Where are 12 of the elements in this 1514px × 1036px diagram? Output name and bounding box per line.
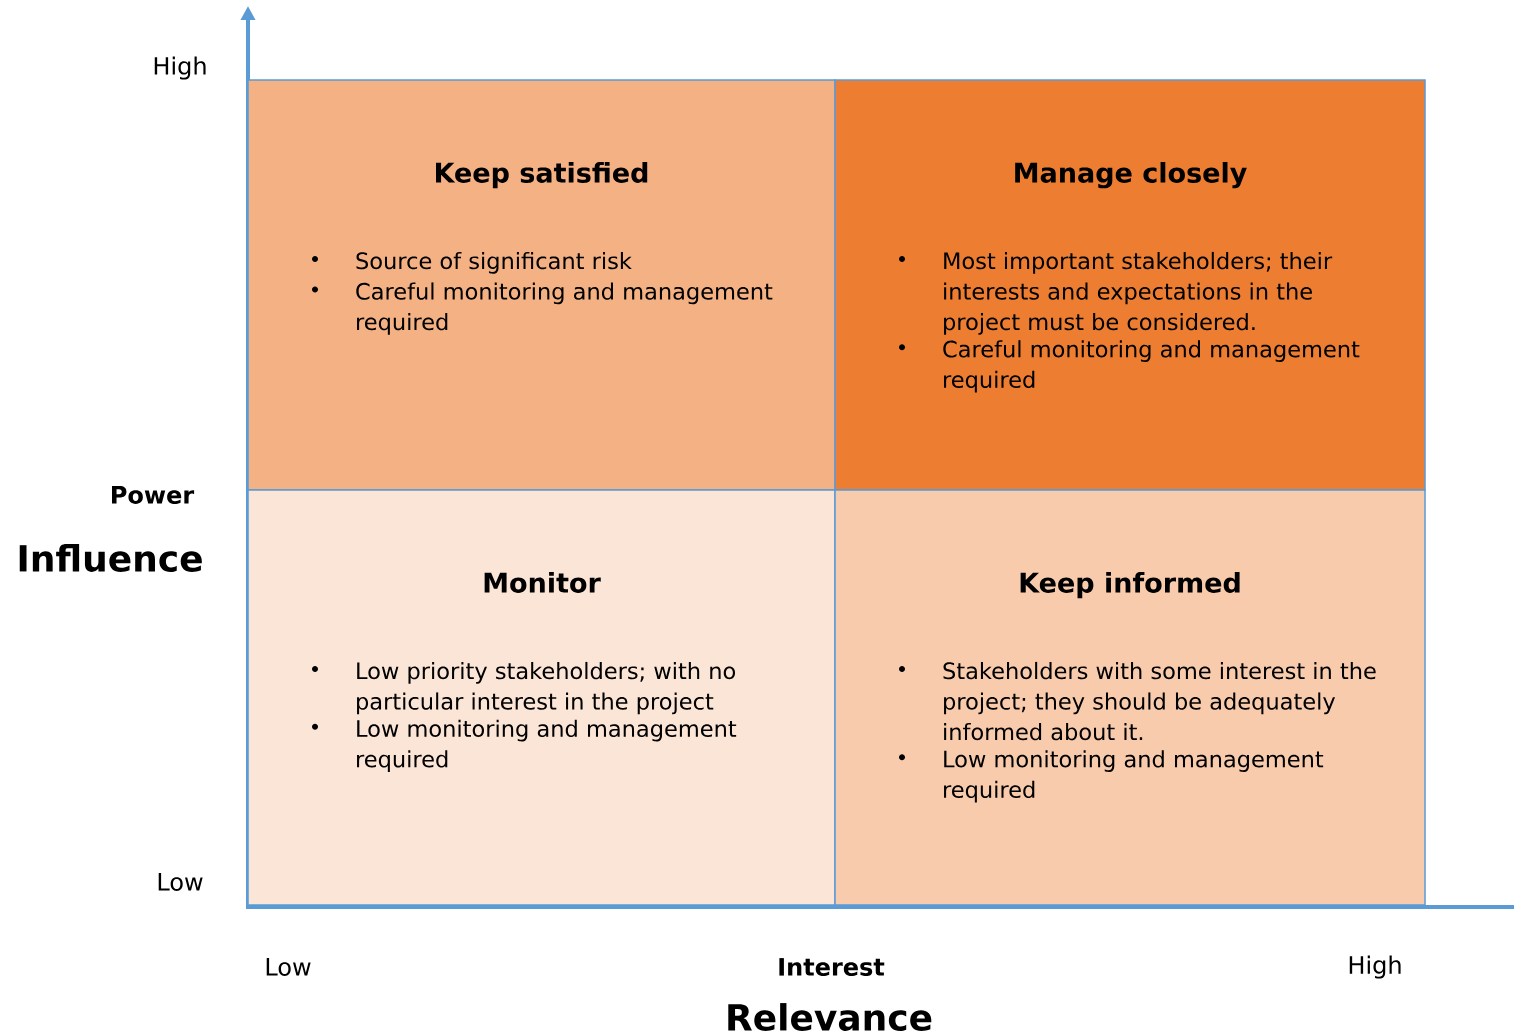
axis-label: Interest xyxy=(779,958,885,976)
axis-label: Influence xyxy=(19,544,202,572)
axis-label: Low xyxy=(266,958,311,976)
quadrant-box: Keep satisfied Source of significant risk Careful monitoring and management required xyxy=(247,79,836,491)
axis-label: High xyxy=(154,56,206,80)
quadrant-box: Monitor Low priority stakeholders; with no particular interest in the project Low monitoring and management required xyxy=(247,489,836,906)
axis-label: Low xyxy=(158,873,203,891)
quadrant-box: Keep informed Stakeholders with some interest in the project; they should be adequately informed about it. Low monitoring and management required xyxy=(834,489,1426,906)
axis-label: Relevance xyxy=(728,1003,932,1031)
quadrant-box: Manage closely Most important stakeholders; their interests and expectations in the project must be considered. Careful monitoring and management required xyxy=(834,79,1426,491)
axis-label: High xyxy=(1349,955,1401,979)
axis-label: Power xyxy=(112,486,195,504)
